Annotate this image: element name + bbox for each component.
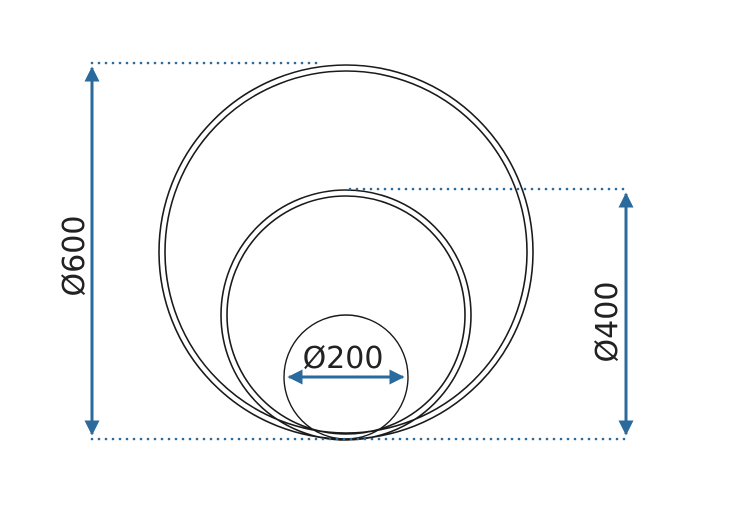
medium-diameter-label: Ø400	[590, 282, 625, 363]
medium-ring	[220, 189, 472, 441]
small-ring	[283, 314, 409, 440]
large-diameter-label: Ø600	[57, 216, 92, 297]
large-ring	[158, 64, 534, 440]
small-diameter-label: Ø200	[303, 341, 384, 376]
guide-lines	[90, 61, 628, 441]
